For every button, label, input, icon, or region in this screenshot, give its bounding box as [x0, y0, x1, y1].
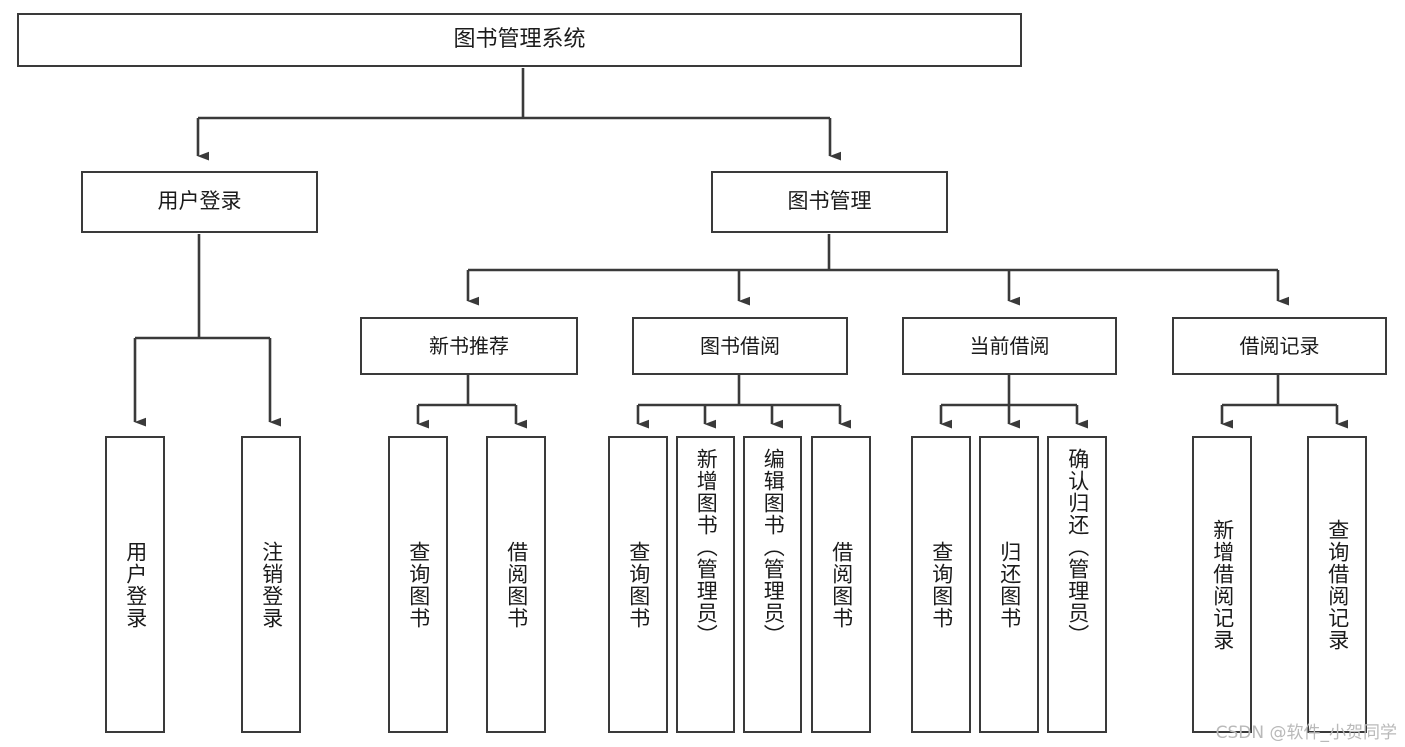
node-leaf-query-book-1[interactable]: 查询图书	[388, 436, 448, 733]
node-leaf-borrow-book-1-label: 借阅图书	[504, 540, 529, 629]
node-borrow-record[interactable]: 借阅记录	[1172, 317, 1387, 375]
node-book-borrow-label: 图书借阅	[700, 334, 780, 358]
node-new-book-recommend-label: 新书推荐	[429, 334, 509, 358]
node-book-borrow[interactable]: 图书借阅	[632, 317, 848, 375]
node-leaf-user-login-label: 用户登录	[123, 540, 148, 629]
node-leaf-return-book[interactable]: 归还图书	[979, 436, 1039, 733]
node-leaf-add-record-label: 新增借阅记录	[1210, 518, 1235, 651]
node-user-login-label: 用户登录	[157, 189, 242, 214]
node-leaf-query-record[interactable]: 查询借阅记录	[1307, 436, 1367, 733]
node-leaf-logout-login-label: 注销登录	[259, 540, 284, 629]
node-borrow-record-label: 借阅记录	[1239, 334, 1320, 358]
node-leaf-confirm-return-label: 确认归还（管理员）	[1065, 448, 1090, 646]
node-leaf-edit-book-label: 编辑图书（管理员）	[761, 448, 786, 646]
node-root-label: 图书管理系统	[453, 26, 586, 52]
node-leaf-add-book-label: 新增图书（管理员）	[694, 448, 719, 646]
node-leaf-query-book-3[interactable]: 查询图书	[911, 436, 971, 733]
csdn-watermark: CSDN @软件_小贺同学	[1215, 723, 1397, 743]
node-leaf-borrow-book-1[interactable]: 借阅图书	[486, 436, 546, 733]
node-leaf-add-record[interactable]: 新增借阅记录	[1192, 436, 1252, 733]
node-current-borrow[interactable]: 当前借阅	[902, 317, 1117, 375]
node-book-manage[interactable]: 图书管理	[711, 171, 948, 233]
node-leaf-return-book-label: 归还图书	[997, 540, 1022, 629]
node-leaf-logout-login[interactable]: 注销登录	[241, 436, 301, 733]
node-leaf-query-book-2[interactable]: 查询图书	[608, 436, 668, 733]
node-current-borrow-label: 当前借阅	[969, 334, 1050, 358]
node-leaf-query-book-2-label: 查询图书	[626, 540, 651, 629]
node-root[interactable]: 图书管理系统	[17, 13, 1022, 67]
node-leaf-confirm-return[interactable]: 确认归还（管理员）	[1047, 436, 1107, 733]
node-user-login[interactable]: 用户登录	[81, 171, 318, 233]
node-leaf-add-book[interactable]: 新增图书（管理员）	[676, 436, 735, 733]
node-leaf-query-book-1-label: 查询图书	[406, 540, 431, 629]
node-leaf-user-login[interactable]: 用户登录	[105, 436, 165, 733]
node-leaf-borrow-book-2[interactable]: 借阅图书	[811, 436, 871, 733]
node-book-manage-label: 图书管理	[787, 189, 872, 214]
node-leaf-borrow-book-2-label: 借阅图书	[829, 540, 854, 629]
node-leaf-query-book-3-label: 查询图书	[929, 540, 954, 629]
node-leaf-query-record-label: 查询借阅记录	[1325, 518, 1350, 651]
node-leaf-edit-book[interactable]: 编辑图书（管理员）	[743, 436, 802, 733]
node-new-book-recommend[interactable]: 新书推荐	[360, 317, 578, 375]
